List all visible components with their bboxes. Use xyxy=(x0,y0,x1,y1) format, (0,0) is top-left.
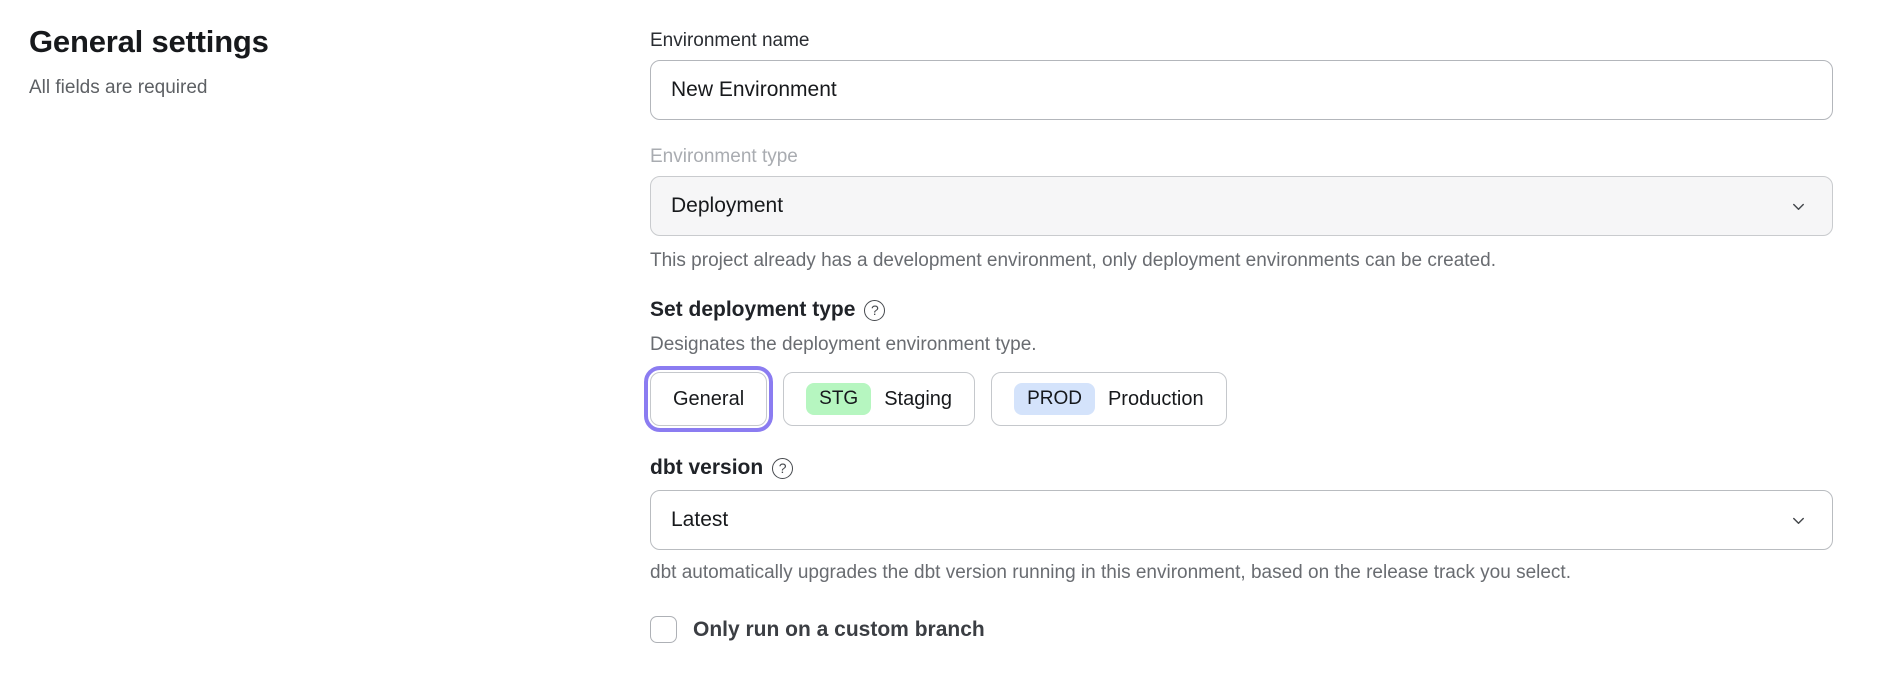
dbt-version-helper: dbt automatically upgrades the dbt versi… xyxy=(650,562,1571,583)
environment-form: Environment name Environment type Deploy… xyxy=(643,0,1833,643)
chevron-down-icon xyxy=(1793,517,1804,524)
environment-name-input[interactable] xyxy=(650,60,1833,120)
environment-type-helper: This project already has a development e… xyxy=(650,250,1496,271)
production-badge: PROD xyxy=(1014,383,1095,415)
dbt-version-heading: dbt version xyxy=(650,456,764,479)
custom-branch-checkbox[interactable] xyxy=(650,616,677,643)
custom-branch-row: Only run on a custom branch xyxy=(650,616,1833,643)
general-settings-page: General settings All fields are required… xyxy=(0,0,1833,643)
help-circle-icon[interactable]: ? xyxy=(772,457,794,479)
deployment-type-options: General STG Staging PROD Production xyxy=(643,366,1833,432)
environment-name-label: Environment name xyxy=(650,30,810,51)
deployment-type-staging-button[interactable]: STG Staging xyxy=(783,372,976,426)
custom-branch-label[interactable]: Only run on a custom branch xyxy=(693,617,985,641)
dbt-version-select[interactable]: Latest xyxy=(650,490,1833,550)
dbt-version-value: Latest xyxy=(671,508,729,531)
chevron-down-icon xyxy=(1793,203,1804,210)
settings-intro: General settings All fields are required xyxy=(0,0,650,643)
page-title: General settings xyxy=(29,24,269,59)
environment-type-value: Deployment xyxy=(671,194,784,217)
deployment-type-helper: Designates the deployment environment ty… xyxy=(650,334,1037,355)
staging-badge: STG xyxy=(806,383,872,415)
deployment-type-heading: Set deployment type xyxy=(650,298,856,321)
deployment-type-general-button[interactable]: General xyxy=(643,366,774,432)
page-subtitle: All fields are required xyxy=(29,77,208,98)
environment-type-select[interactable]: Deployment xyxy=(650,176,1833,236)
deployment-type-production-label: Production xyxy=(1107,387,1204,410)
deployment-type-general-label: General xyxy=(673,387,745,410)
help-circle-icon[interactable]: ? xyxy=(864,299,886,321)
deployment-type-staging-label: Staging xyxy=(884,387,953,410)
deployment-type-production-button[interactable]: PROD Production xyxy=(991,372,1227,426)
environment-type-label: Environment type xyxy=(650,146,798,167)
